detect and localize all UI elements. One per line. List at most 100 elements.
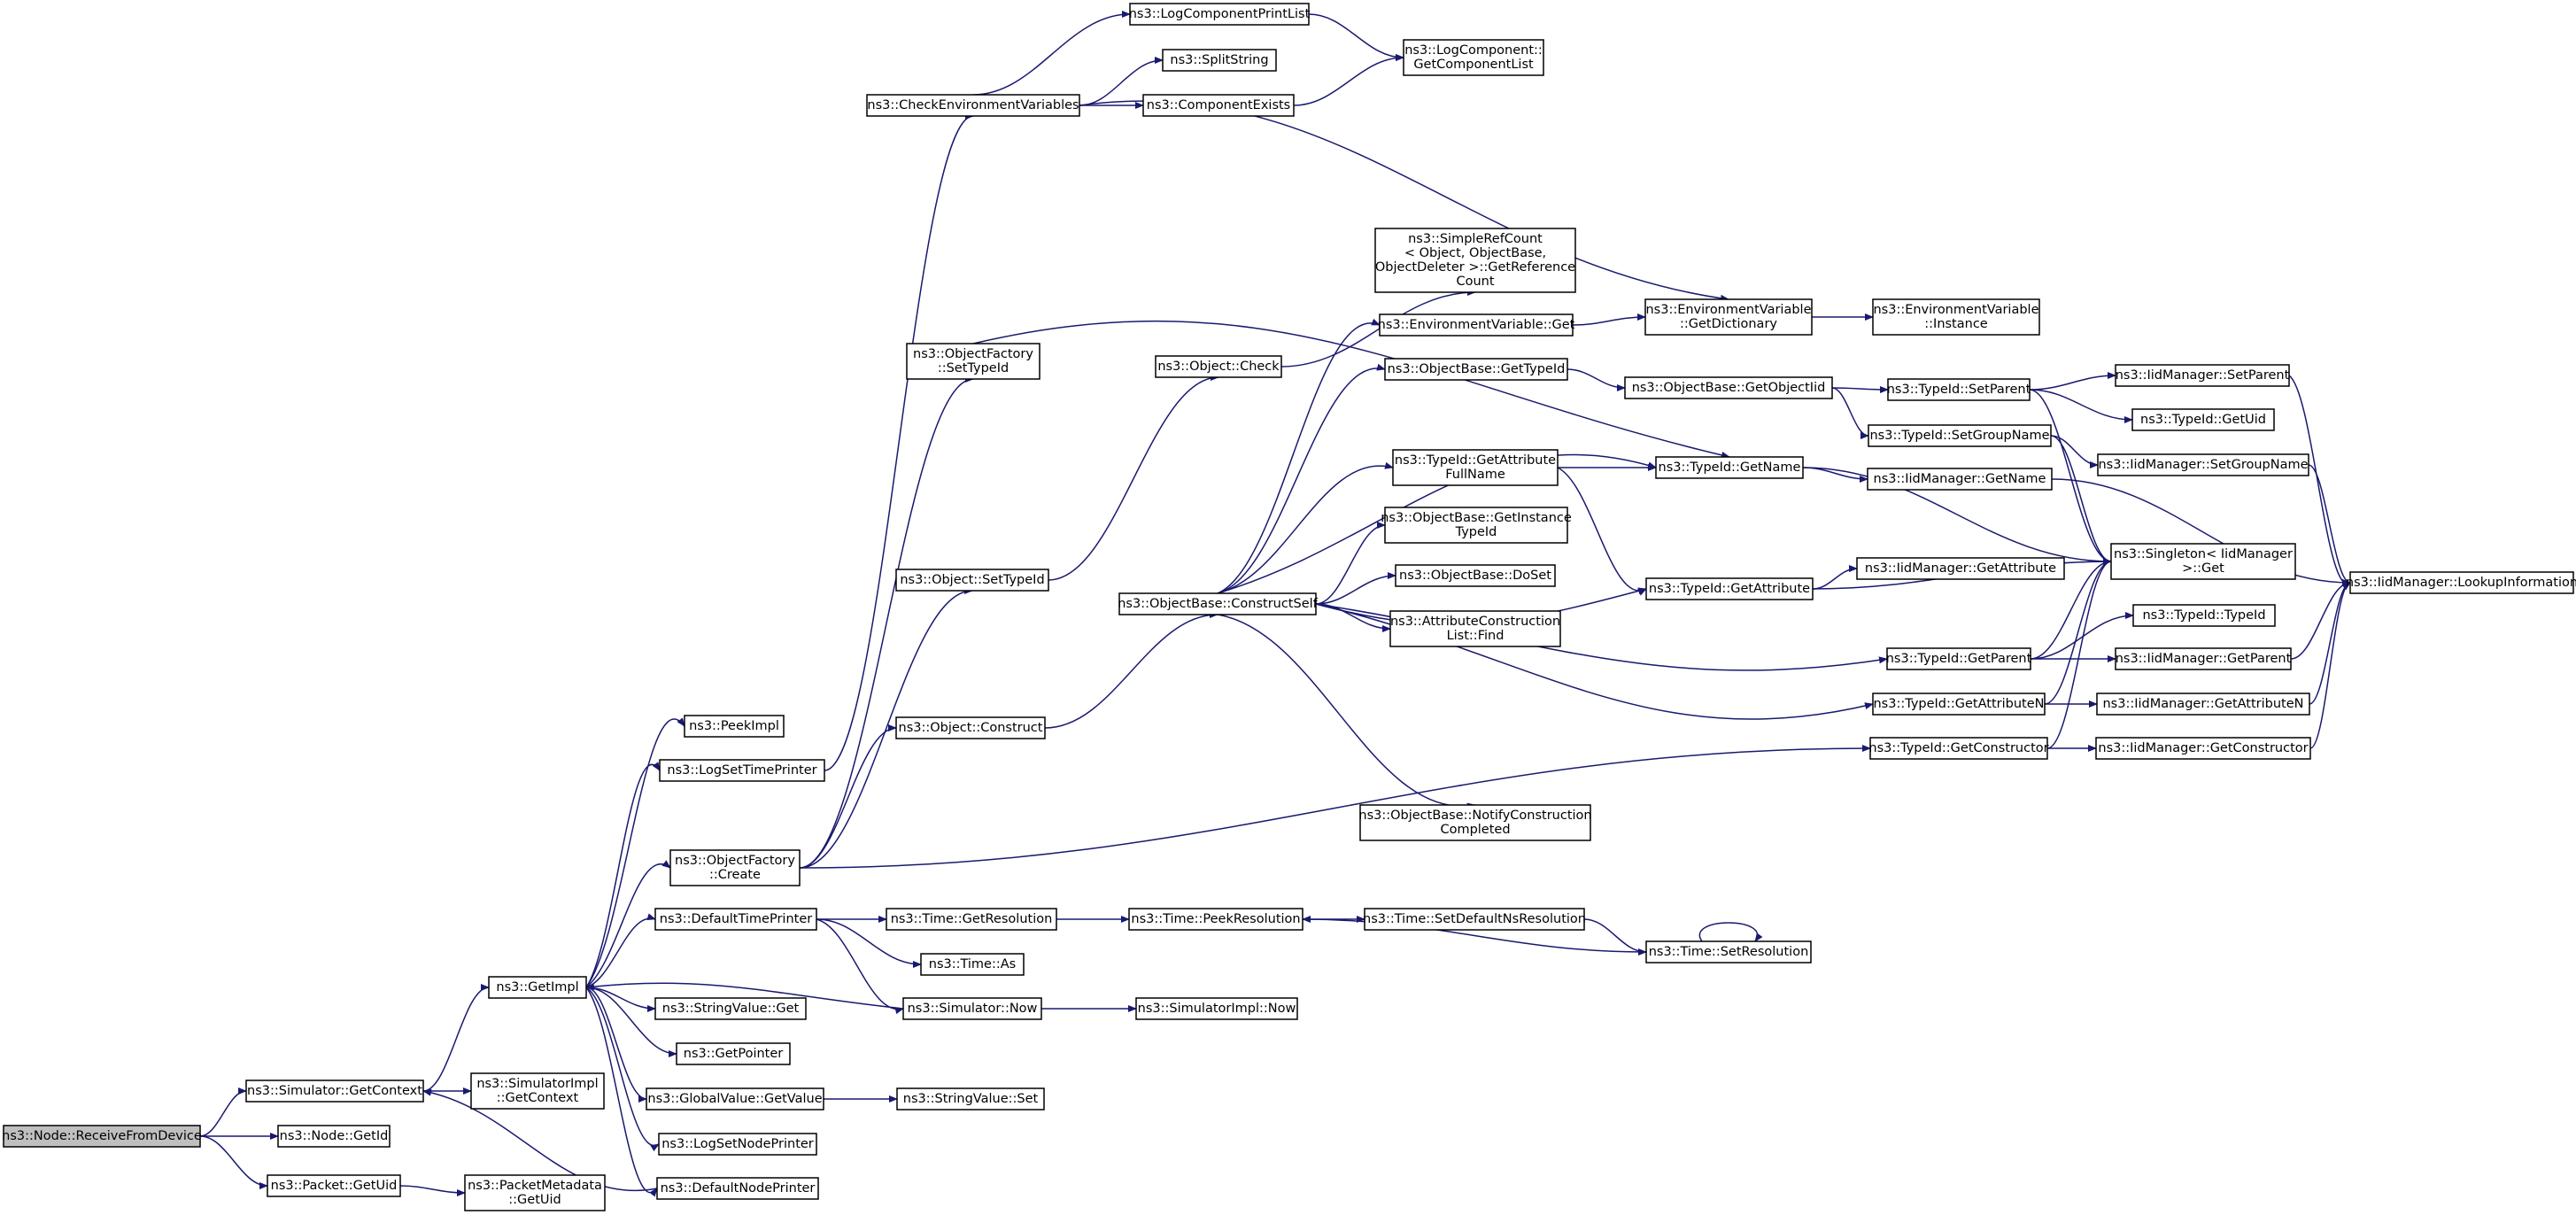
- node-iidgetattrn[interactable]: ns3::IidManager::GetAttributeN: [2096, 693, 2310, 716]
- node-label: ns3::LogComponent::: [1404, 43, 1543, 58]
- node-singletonget[interactable]: ns3::Singleton< IidManager >::Get: [2110, 543, 2296, 580]
- node-ofsettypeid[interactable]: ns3::ObjectFactory::SetTypeId: [906, 343, 1040, 380]
- node-obdoset[interactable]: ns3::ObjectBase::DoSet: [1395, 564, 1556, 587]
- node-envget[interactable]: ns3::EnvironmentVariable::Get: [1378, 313, 1575, 337]
- node-box: [896, 1087, 1045, 1111]
- edge-obconstructself-to-envget: [1217, 318, 1381, 594]
- node-objconstruct[interactable]: ns3::Object::Construct: [895, 716, 1046, 739]
- edge-obconstructself-to-obgetinsttid: [1315, 522, 1386, 605]
- node-iidgetparent[interactable]: ns3::IidManager::GetParent: [2115, 647, 2292, 670]
- node-obgettypeid[interactable]: ns3::ObjectBase::GetTypeId: [1384, 358, 1568, 381]
- node-compexists[interactable]: ns3::ComponentExists: [1142, 94, 1295, 117]
- node-simimplnow[interactable]: ns3::SimulatorImpl::Now: [1135, 997, 1298, 1020]
- node-simnow[interactable]: ns3::Simulator::Now: [902, 997, 1042, 1020]
- node-iidsetgroup[interactable]: ns3::IidManager::SetGroupName: [2097, 453, 2309, 476]
- node-logcplist[interactable]: ns3::LogComponentPrintList: [1129, 3, 1311, 26]
- node-box: [1644, 298, 1813, 336]
- node-label: ns3::IidManager::SetParent: [2116, 368, 2290, 383]
- node-objsettypeid[interactable]: ns3::Object::SetTypeId: [895, 569, 1049, 592]
- node-obconstructself[interactable]: ns3::ObjectBase::ConstructSelf: [1118, 592, 1319, 615]
- node-envgetdict[interactable]: ns3::EnvironmentVariable::GetDictionary: [1644, 298, 1813, 336]
- edge-tidsetparent-to-iidsetparent: [2029, 372, 2116, 391]
- node-lcgetlist[interactable]: ns3::LogComponent::GetComponentList: [1403, 39, 1544, 76]
- node-objcheck[interactable]: ns3::Object::Check: [1155, 355, 1282, 378]
- node-iidsetparent[interactable]: ns3::IidManager::SetParent: [2115, 364, 2290, 387]
- node-defnodeprinter[interactable]: ns3::DefaultNodePrinter: [656, 1177, 819, 1200]
- node-simimplctx[interactable]: ns3::SimulatorImpl::GetContext: [470, 1072, 605, 1110]
- node-box: [1645, 940, 1812, 963]
- node-timegetres[interactable]: ns3::Time::GetResolution: [886, 908, 1057, 931]
- node-box: [488, 976, 587, 999]
- node-getimpl[interactable]: ns3::GetImpl: [488, 976, 587, 999]
- edge-logcplist-to-lcgetlist: [1308, 13, 1404, 61]
- edge-objsettypeid-to-objcheck: [1048, 374, 1219, 581]
- node-iidgetctor[interactable]: ns3::IidManager::GetConstructor: [2095, 737, 2311, 760]
- node-deftimeprinter[interactable]: ns3::DefaultTimePrinter: [654, 908, 817, 931]
- node-box: [2110, 543, 2296, 580]
- edge-iidsetgroup-to-iidlookup: [2308, 464, 2351, 586]
- node-packetgetuid[interactable]: ns3::Packet::GetUid: [267, 1174, 401, 1197]
- node-tidgetattr[interactable]: ns3::TypeId::GetAttribute: [1645, 577, 1814, 600]
- edge-iidsetparent-to-iidlookup: [2288, 375, 2351, 591]
- node-getpointer[interactable]: ns3::GetPointer: [676, 1042, 791, 1065]
- edge-getimpl-to-ofcreate: [585, 860, 671, 988]
- node-strvalset[interactable]: ns3::StringValue::Set: [896, 1087, 1045, 1111]
- node-pmgetuid[interactable]: ns3::PacketMetadata::GetUid: [464, 1174, 606, 1211]
- node-box: [1886, 647, 2031, 670]
- node-tidgetuid[interactable]: ns3::TypeId::GetUid: [2131, 408, 2275, 431]
- node-tidtypeid[interactable]: ns3::TypeId::TypeId: [2132, 604, 2276, 627]
- node-tidgetparent[interactable]: ns3::TypeId::GetParent: [1886, 647, 2032, 670]
- node-timesetres[interactable]: ns3::Time::SetResolution: [1645, 940, 1812, 963]
- node-ofcreate[interactable]: ns3::ObjectFactory::Create: [669, 849, 801, 886]
- node-logsettime[interactable]: ns3::LogSetTimePrinter: [659, 759, 825, 782]
- node-timesetdefns[interactable]: ns3::Time::SetDefaultNsResolution: [1363, 908, 1586, 931]
- node-box: [1155, 355, 1282, 378]
- node-label: ns3::SimpleRefCount: [1408, 232, 1543, 246]
- node-label: ::GetDictionary: [1680, 317, 1777, 331]
- edge-obconstructself-to-obgettypeid: [1217, 363, 1386, 594]
- edge-obconstructself-to-tidgetname: [1217, 453, 1657, 594]
- node-label: ns3::SimulatorImpl::Now: [1138, 1002, 1296, 1016]
- node-obnotify[interactable]: ns3::ObjectBase::NotifyConstructionCompl…: [1358, 804, 1592, 841]
- node-box: [895, 569, 1049, 592]
- node-label: ns3::IidManager::GetParent: [2116, 652, 2292, 666]
- node-receive[interactable]: ns3::Node::ReceiveFromDevice: [2, 1125, 202, 1148]
- node-layer: ns3::Node::ReceiveFromDevice ns3::Simulat…: [2, 3, 2576, 1211]
- node-tidsetgroup[interactable]: ns3::TypeId::SetGroupName: [1868, 424, 2052, 447]
- node-box: [267, 1174, 401, 1197]
- edge-getimpl-to-gvgetvalue: [585, 987, 647, 1103]
- node-splitstring[interactable]: ns3::SplitString: [1162, 49, 1277, 72]
- node-logsetnode[interactable]: ns3::LogSetNodePrinter: [658, 1133, 817, 1156]
- node-getcontext[interactable]: ns3::Simulator::GetContext: [245, 1080, 424, 1103]
- node-timepeekres[interactable]: ns3::Time::PeekResolution: [1128, 908, 1303, 931]
- node-iidgetattr[interactable]: ns3::IidManager::GetAttribute: [1856, 557, 2065, 580]
- node-tidgetattrn[interactable]: ns3::TypeId::GetAttributeN: [1872, 693, 2046, 716]
- node-strvalget[interactable]: ns3::StringValue::Get: [654, 997, 807, 1020]
- edge-checkenv-to-logcplist: [972, 11, 1131, 96]
- node-label: FullName: [1445, 468, 1505, 482]
- edge-obconstructself-to-obdoset: [1315, 572, 1396, 605]
- node-nodegetid[interactable]: ns3::Node::GetId: [277, 1125, 391, 1148]
- node-timeas[interactable]: ns3::Time::As: [920, 953, 1025, 976]
- node-box: [1142, 94, 1295, 117]
- node-tidgetctor[interactable]: ns3::TypeId::GetConstructor: [1868, 737, 2049, 760]
- node-tidgetname[interactable]: ns3::TypeId::GetName: [1655, 456, 1804, 479]
- node-tidsetparent[interactable]: ns3::TypeId::SetParent: [1887, 378, 2031, 401]
- node-peekimpl[interactable]: ns3::PeekImpl: [684, 715, 785, 738]
- node-obgetobjtid[interactable]: ns3::ObjectBase::GetObjectIid: [1624, 376, 1833, 399]
- node-checkenv[interactable]: ns3::CheckEnvironmentVariables: [866, 94, 1080, 117]
- node-box: [1887, 378, 2031, 401]
- node-envinstance[interactable]: ns3::EnvironmentVariable::Instance: [1872, 298, 2040, 336]
- node-label: < Object, ObjectBase,: [1404, 246, 1546, 260]
- node-simplerefcount[interactable]: ns3::SimpleRefCount< Object, ObjectBase,…: [1374, 228, 1576, 293]
- node-iidlookup[interactable]: ns3::IidManager::LookupInformation: [2346, 571, 2576, 594]
- node-box: [2115, 364, 2290, 387]
- edge-obconstructself-to-tidgetattrfull: [1217, 461, 1394, 594]
- node-box: [1655, 456, 1804, 479]
- node-iidgetname[interactable]: ns3::IidManager::GetName: [1867, 468, 2053, 491]
- edge-ofsettypeid-to-tidgetname: [972, 320, 1730, 459]
- node-gvgetvalue[interactable]: ns3::GlobalValue::GetValue: [646, 1087, 824, 1111]
